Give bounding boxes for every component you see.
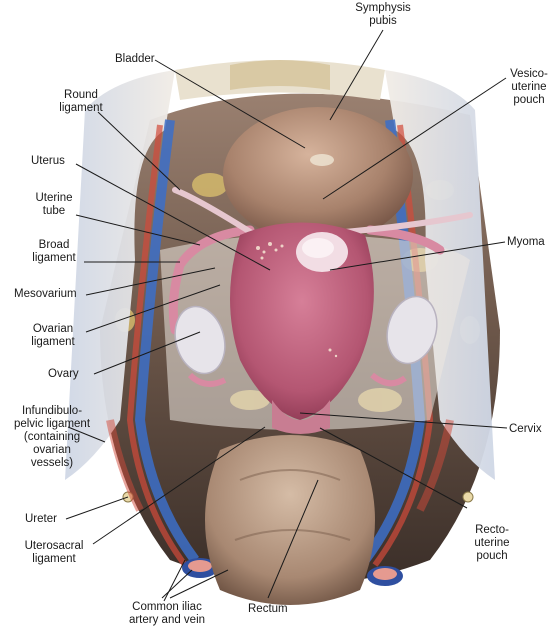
label-line: ovarian [33,444,71,456]
label-line: Uterine [35,192,73,204]
label-broad-ligament: Broad ligament [24,239,84,265]
label-line: Bladder [115,53,155,65]
label-line: Ureter [25,513,57,525]
label-line: tube [42,205,66,217]
label-line: Rectum [248,603,288,615]
label-line: Uterus [31,155,65,167]
label-uterus: Uterus [31,155,65,168]
label-line: Myoma [507,236,545,248]
rectum-shape [205,435,375,605]
label-line: Vesico- [510,68,548,80]
label-line: Cervix [509,423,542,435]
label-line: pubis [369,15,397,27]
label-line: Mesovarium [14,288,77,300]
label-symphysis-pubis: Symphysis pubis [348,2,418,28]
label-vesicouterine-pouch: Vesico- uterine pouch [500,68,558,107]
label-uterosacral-ligament: Uterosacral ligament [16,540,92,566]
label-line: Broad [38,239,70,251]
label-line: uterine [511,81,547,93]
leader-lines [65,29,508,602]
label-line: ligament [32,252,76,264]
bladder-shape [223,107,413,243]
label-line: ligament [31,336,75,348]
myoma-shape [296,232,348,272]
label-line: Infundibulo- [21,405,83,417]
ovaries [174,295,438,387]
label-line: Ovary [48,368,79,380]
label-cervix: Cervix [509,423,542,436]
label-mesovarium: Mesovarium [14,288,77,301]
label-line: pelvic ligament [13,418,91,430]
label-line: pouch [513,94,545,106]
label-line: vessels) [30,457,74,469]
label-line: Symphysis [355,2,411,14]
label-round-ligament: Round ligament [50,89,112,115]
label-line: Round [64,89,98,101]
uterine-tubes [168,187,473,335]
label-line: pouch [476,550,508,562]
uterus-shape [230,222,374,434]
label-uterine-tube: Uterine tube [28,192,80,218]
label-line: Recto- [475,524,509,536]
label-line: (containing [23,431,81,443]
label-line: Uterosacral [24,540,84,552]
label-ovary: Ovary [48,368,79,381]
label-line: artery and vein [128,614,206,626]
label-line: uterine [474,537,510,549]
label-rectum: Rectum [248,603,288,616]
label-ovarian-ligament: Ovarian ligament [22,323,84,349]
label-bladder: Bladder [115,53,155,66]
label-ureter: Ureter [25,513,57,526]
label-line: Common iliac [132,601,202,613]
label-rectouterine-pouch: Recto- uterine pouch [462,524,522,563]
label-common-iliac: Common iliac artery and vein [112,601,222,627]
label-line: Ovarian [32,323,74,335]
label-line: ligament [59,102,103,114]
label-myoma: Myoma [507,236,545,249]
label-infundibulopelvic-ligament: Infundibulo- pelvic ligament (containing… [2,405,102,470]
label-line: ligament [32,553,76,565]
